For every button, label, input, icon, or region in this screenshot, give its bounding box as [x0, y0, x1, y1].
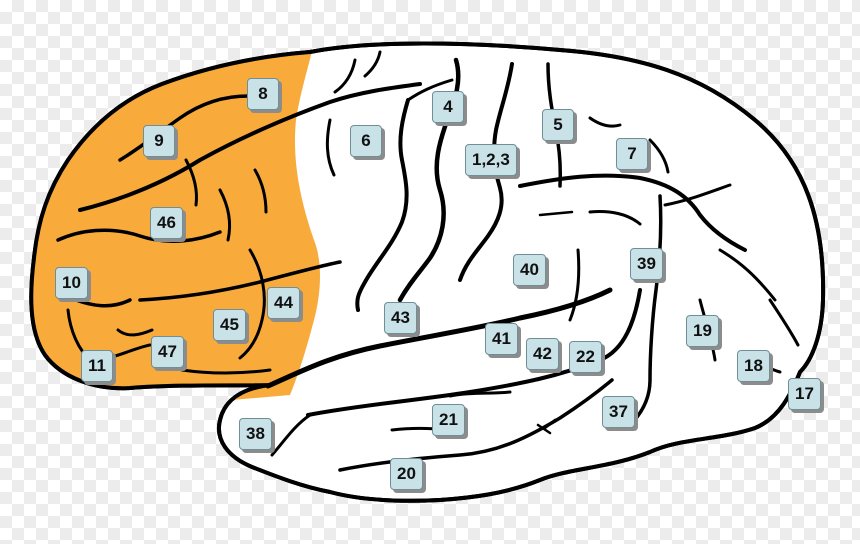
area-label-4: 4 [432, 91, 464, 123]
area-label-19: 19 [686, 315, 719, 347]
area-label-40: 40 [513, 254, 546, 286]
lateral-fissure [265, 287, 613, 389]
area-label-22: 22 [569, 341, 602, 373]
area-label-44: 44 [267, 287, 300, 319]
area-label-47: 47 [151, 336, 184, 368]
area-label-38: 38 [239, 418, 272, 450]
area-label-18: 18 [737, 350, 770, 382]
area-label-37: 37 [602, 396, 635, 428]
area-label-45: 45 [213, 309, 246, 341]
area-label-20: 20 [390, 458, 423, 490]
area-label-42: 42 [526, 338, 559, 370]
area-label-41: 41 [485, 323, 518, 355]
area-label-11: 11 [81, 350, 113, 382]
area-label-46: 46 [150, 207, 183, 239]
area-label-39: 39 [630, 248, 663, 280]
area-label-43: 43 [384, 302, 417, 334]
area-label-6: 6 [350, 125, 382, 157]
area-label-7: 7 [616, 138, 648, 170]
area-label-9: 9 [143, 125, 175, 157]
area-label-5: 5 [542, 109, 574, 141]
area-label-17: 17 [788, 378, 821, 410]
area-label-10: 10 [55, 267, 88, 299]
area-label-8: 8 [247, 78, 279, 110]
area-label-1-2-3: 1,2,3 [465, 144, 517, 176]
area-label-21: 21 [432, 404, 465, 436]
